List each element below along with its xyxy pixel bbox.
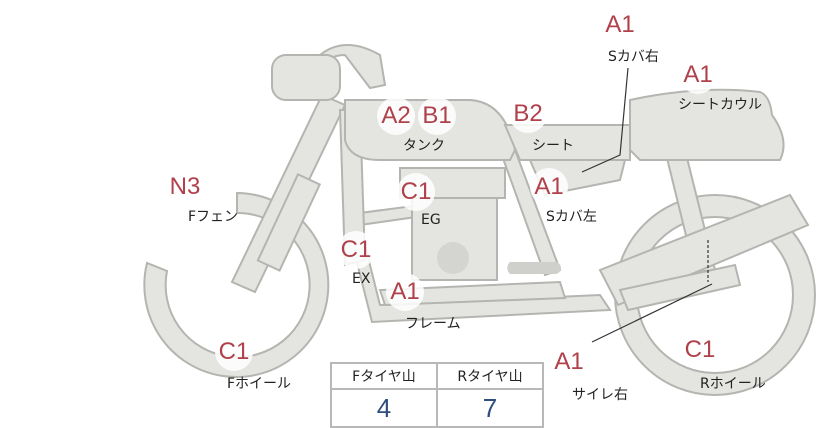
- seat: [503, 124, 631, 161]
- code-badge: B1: [418, 97, 456, 135]
- part-label-frame: フレーム: [405, 316, 461, 332]
- code-badge: A1: [550, 343, 588, 381]
- part-label-exhaust: EX: [352, 271, 371, 287]
- code-badge: A1: [386, 273, 424, 311]
- part-label-engine: EG: [421, 212, 441, 228]
- part-label-tank: タンク: [403, 138, 445, 154]
- code-badge: C1: [215, 333, 253, 371]
- code-badge: N3: [166, 168, 204, 206]
- exhaust: [598, 193, 810, 307]
- part-label-front-fender: Fフェン: [188, 209, 239, 225]
- part-label-front-wheel: Fホイール: [227, 376, 292, 392]
- part-label-s-cover-right: Sカバ右: [608, 49, 659, 65]
- code-badge: A1: [530, 168, 568, 206]
- front-tire-value: 4: [330, 388, 438, 428]
- front-wheel: [143, 191, 330, 378]
- code-badge: A2: [377, 97, 415, 135]
- part-label-s-cover-left: Sカバ左: [546, 209, 597, 225]
- rear-tire-value: 7: [436, 388, 544, 428]
- code-badge: A1: [679, 56, 717, 94]
- front-tire-header: Fタイヤ山: [330, 362, 438, 390]
- rear-tire-header: Rタイヤ山: [436, 362, 544, 390]
- code-badge: C1: [397, 173, 435, 211]
- part-label-seat-cowl: シートカウル: [678, 97, 762, 113]
- part-label-seat: シート: [532, 138, 574, 154]
- code-badge: C1: [337, 231, 375, 269]
- code-badge: C1: [681, 331, 719, 369]
- tire-tread-table: Fタイヤ山 Rタイヤ山 4 7: [330, 362, 544, 428]
- code-badge: A1: [601, 6, 639, 44]
- headlight: [271, 54, 341, 101]
- code-badge: B2: [509, 95, 547, 133]
- part-label-rear-wheel: Rホイール: [700, 376, 766, 392]
- part-label-silencer-right: サイレ右: [572, 387, 628, 403]
